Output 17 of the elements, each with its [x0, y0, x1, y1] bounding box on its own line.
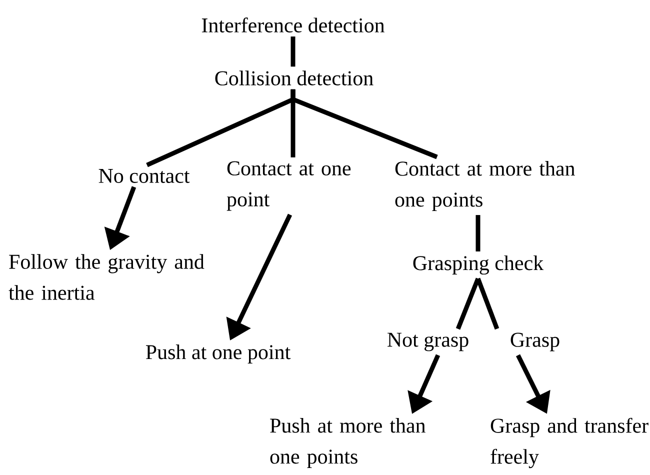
connector-line	[476, 278, 500, 330]
node-label: Interference detection	[202, 18, 385, 32]
node-label: Contact at one point	[226, 161, 351, 211]
node-label: Push at one point	[146, 344, 290, 364]
node-label: Collision detection	[215, 70, 374, 86]
node-label: Grasp and transfer freely	[490, 418, 648, 468]
node-label: Grasp	[510, 332, 560, 352]
connector-line	[476, 215, 480, 252]
node-label: Follow the gravity and the inertia	[8, 254, 204, 300]
connector-line	[290, 36, 296, 67]
connector-line	[290, 89, 438, 160]
node-label: Not grasp	[388, 332, 468, 352]
node-label: Push at more than one points	[270, 418, 426, 468]
connector-line	[456, 278, 480, 330]
node-label: Grasping check	[413, 255, 544, 275]
node-label: Contact at more than one points	[395, 160, 575, 212]
node-label: No contact	[98, 169, 190, 183]
